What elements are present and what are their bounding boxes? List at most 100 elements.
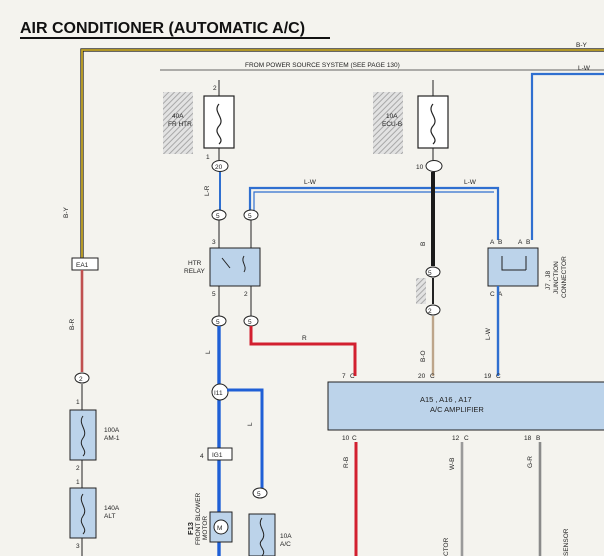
wire-lw-b bbox=[253, 191, 494, 218]
amp-pin-top-3-letter: C bbox=[496, 373, 501, 380]
connector-20-label: 20 bbox=[215, 164, 223, 171]
alt-name: ALT bbox=[104, 513, 115, 520]
amp-pin-bot-3: 18 bbox=[524, 435, 532, 442]
label-lw-top: L-W bbox=[578, 65, 591, 72]
ig1-pin: 4 bbox=[200, 453, 204, 460]
motor-symbol: M bbox=[217, 525, 222, 532]
relay-name-2: RELAY bbox=[184, 268, 205, 275]
alt-rating: 140A bbox=[104, 505, 120, 512]
ecu-b-hatch bbox=[373, 92, 403, 154]
fr-htr-rating: 40A bbox=[172, 113, 184, 120]
amp-pin-bot-3-letter: B bbox=[536, 435, 540, 442]
motor-icon bbox=[213, 519, 229, 535]
junction-label-2: JUNCTION bbox=[553, 261, 560, 294]
label-rb: R-B bbox=[343, 457, 350, 468]
bottom-label-left: CTOR bbox=[443, 537, 450, 556]
am1-fuse bbox=[69, 409, 97, 461]
alt-fuse bbox=[69, 487, 97, 539]
wire-by bbox=[81, 49, 604, 258]
label-bo: B-O bbox=[420, 350, 427, 362]
label-lw-right: L-W bbox=[485, 327, 492, 340]
alt-pin-top: 1 bbox=[76, 479, 80, 486]
junction-pin-a1: A bbox=[490, 239, 495, 246]
connector-ig1-label: IG1 bbox=[212, 452, 223, 459]
fuse-icon bbox=[216, 103, 222, 145]
relay-name-1: HTR bbox=[188, 260, 202, 267]
amp-pin-top-3: 19 bbox=[484, 373, 492, 380]
connector-5e-label: 5 bbox=[257, 491, 261, 498]
connector-5c-label: 5 bbox=[216, 319, 220, 326]
wire-lw-a bbox=[248, 186, 500, 240]
amp-pin-bot-2-letter: C bbox=[464, 435, 469, 442]
connector-ea1 bbox=[71, 257, 99, 271]
motor-name-1: FRONT BLOWER bbox=[195, 492, 202, 545]
bo-hatch bbox=[416, 278, 426, 304]
junction-pin-b1: B bbox=[498, 239, 502, 246]
connector-5b-label: 5 bbox=[248, 213, 252, 220]
motor-name-2: MOTOR bbox=[202, 516, 209, 540]
label-lr: L-R bbox=[204, 185, 211, 196]
ac-amplifier bbox=[327, 381, 604, 431]
label-gr: G-R bbox=[527, 456, 534, 468]
connector-2 bbox=[74, 372, 90, 384]
wire-lw-top bbox=[530, 72, 604, 240]
am1-pin-top: 1 bbox=[76, 399, 80, 406]
ac-fuse-rating: 10A bbox=[280, 533, 292, 540]
page-title: AIR CONDITIONER (AUTOMATIC A/C) bbox=[20, 20, 305, 37]
label-r: R bbox=[302, 335, 307, 342]
connector-2-label: 2 bbox=[79, 376, 83, 383]
ecu-b-rating: 10A bbox=[386, 113, 398, 120]
am1-rating: 100A bbox=[104, 427, 120, 434]
connector-i11-label: I11 bbox=[214, 390, 223, 397]
connector-ig1 bbox=[207, 447, 233, 461]
wire-r bbox=[249, 326, 357, 376]
am1-pin-bot: 2 bbox=[76, 465, 80, 472]
connector-5e bbox=[252, 487, 268, 499]
relay-pin-2: 2 bbox=[244, 291, 248, 298]
amp-title: A15 , A16 , A17 bbox=[420, 395, 472, 404]
relay-icon bbox=[221, 255, 246, 273]
label-by-top: B-Y bbox=[576, 42, 588, 49]
fuse-icon bbox=[430, 103, 436, 145]
connector-5e-mid-label: 2 bbox=[428, 308, 432, 315]
fuse-icon bbox=[80, 415, 86, 457]
connector-20 bbox=[211, 160, 229, 172]
amp-pin-top-1: 7 bbox=[342, 373, 346, 380]
junction-pin-c: C bbox=[490, 291, 495, 298]
bottom-label-right: SENSOR bbox=[563, 528, 570, 556]
amp-pin-bot-2: 12 bbox=[452, 435, 460, 442]
fr-htr-hatch bbox=[163, 92, 193, 154]
junction-pin-a3: A bbox=[498, 291, 503, 298]
wire-by-outline bbox=[80, 48, 604, 258]
junction-connector bbox=[487, 247, 539, 287]
amp-pin-bot-1-letter: C bbox=[352, 435, 357, 442]
ac-fuse-name: A/C bbox=[280, 541, 291, 548]
connector-ea1-label: EA1 bbox=[76, 262, 89, 269]
label-l: L bbox=[205, 350, 212, 354]
junction-icon bbox=[501, 256, 527, 271]
label-lw-b: L-W bbox=[464, 179, 477, 186]
relay-pin-5: 5 bbox=[212, 291, 216, 298]
am1-name: AM-1 bbox=[104, 435, 120, 442]
junction-pin-a2: A bbox=[518, 239, 523, 246]
connector-ecu bbox=[425, 160, 443, 172]
junction-pin-b2: B bbox=[526, 239, 530, 246]
label-wb: W-B bbox=[449, 457, 456, 470]
fr-htr-fuse bbox=[203, 95, 235, 149]
amp-pin-bot-1: 10 bbox=[342, 435, 350, 442]
ecu-b-fuse bbox=[417, 95, 449, 149]
label-l-motor: L bbox=[247, 422, 254, 426]
motor-code: F13 bbox=[186, 522, 195, 535]
label-b: B bbox=[420, 242, 427, 246]
ac-fuse bbox=[248, 513, 276, 556]
fuse-icon bbox=[80, 493, 86, 535]
connector-5e-mid bbox=[425, 304, 441, 316]
amp-pin-top-2: 20 bbox=[418, 373, 426, 380]
label-br: B-R bbox=[69, 319, 76, 331]
ecu-b-name: ECU-B bbox=[382, 121, 402, 128]
label-by-left: B-Y bbox=[63, 207, 70, 219]
connector-5c-mid bbox=[425, 266, 441, 278]
connector-5d-label: 5 bbox=[248, 319, 252, 326]
alt-pin-bot: 3 bbox=[76, 543, 80, 550]
